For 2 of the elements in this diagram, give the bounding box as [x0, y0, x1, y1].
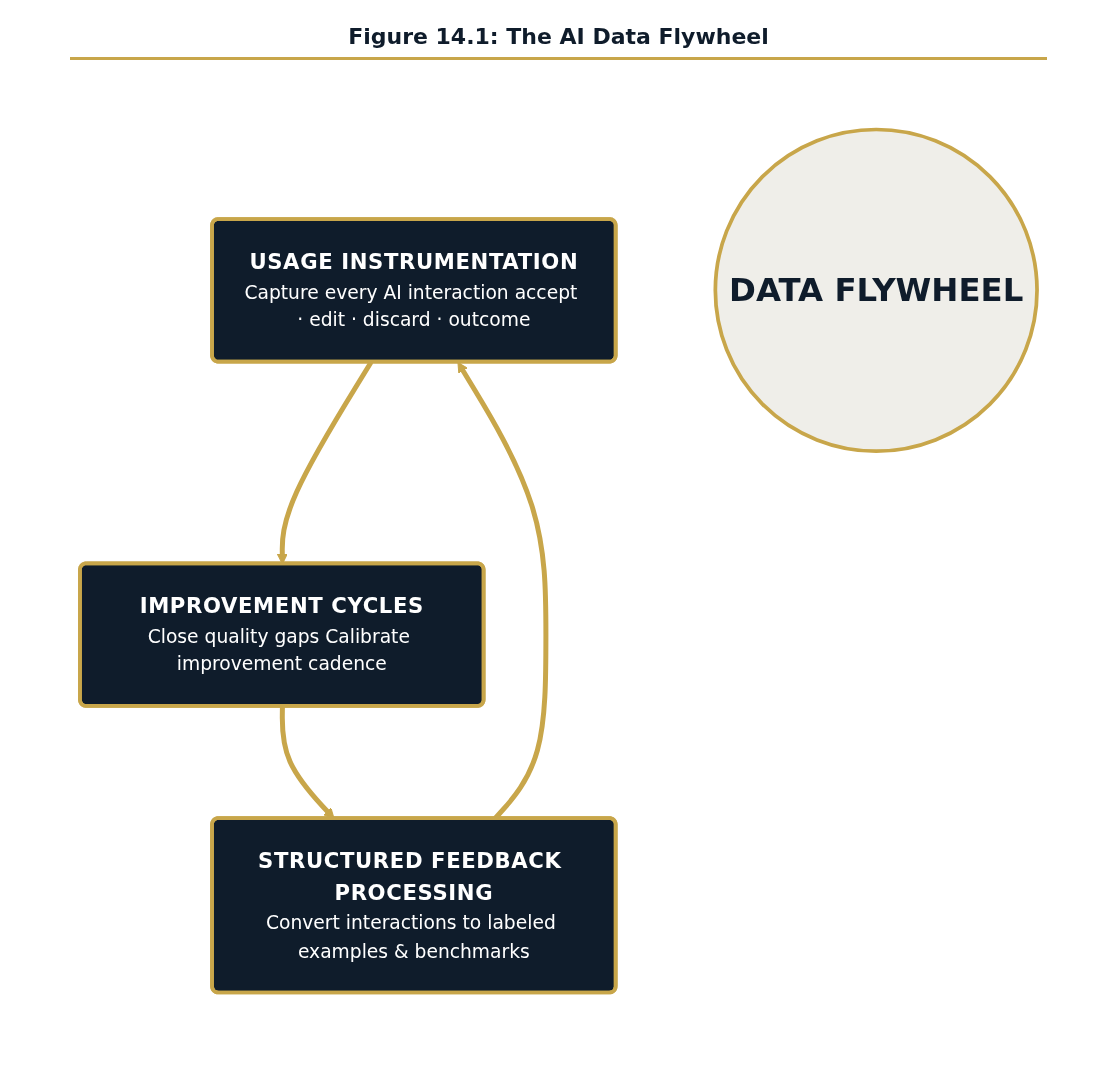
- node-circle: DATA FLYWHEEL: [713, 127, 1039, 454]
- figure-title: Figure 14.1: The AI Data Flywheel: [348, 24, 769, 49]
